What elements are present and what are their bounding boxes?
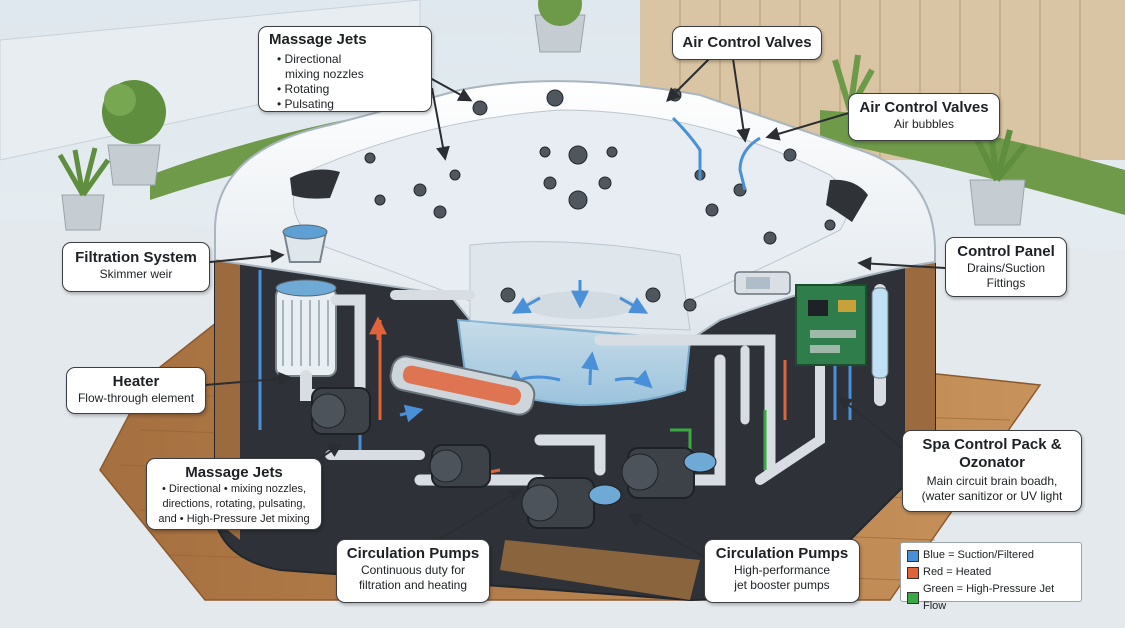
callout-subtitle-2: jet booster pumps [734,578,830,592]
callout-subtitle-2: Fittings [986,276,1026,290]
control-panel-keypad [734,271,791,295]
callout-circulation-pumps-left: Circulation Pumps Continuous duty for fi… [336,539,490,603]
legend-label-suction: Blue = Suction/Filtered [923,549,1034,561]
callout-title: Circulation Pumps [346,545,480,562]
callout-control-panel: Control Panel Drains/Suction Fittings [945,237,1067,297]
callout-title: Massage Jets [269,31,367,48]
callout-line-3: and • High-Pressure Jet mixing [158,513,310,525]
callout-title: Massage Jets [185,464,283,481]
headrest-right [826,179,868,222]
jet-item-directional: • Directional [277,52,342,66]
legend-item-suction: Blue = Suction/Filtered [907,547,1075,564]
pump-booster-2 [621,447,717,499]
cabinet-wood-right [905,250,935,480]
callout-circulation-pumps-right: Circulation Pumps High-performance jet b… [704,539,860,603]
callout-title: Heater [112,373,160,390]
callout-air-control-top: Air Control Valves [672,26,822,60]
potted-plant-back [534,0,586,53]
callout-title: Circulation Pumps [715,545,849,562]
jet-item-pulsating: • Pulsating [277,97,334,111]
callout-title: Filtration System [75,249,197,266]
callout-air-control-right: Air Control Valves Air bubbles [848,93,1000,141]
jet-item-rotating: • Rotating [277,82,330,96]
ozonator-tube [871,287,889,379]
callout-title-2: Ozonator [959,454,1025,471]
spa-basin [292,109,849,306]
filter-cartridge [275,279,337,377]
legend-label-heated: Red = Heated [923,566,992,578]
air-lines [671,116,761,191]
callout-massage-jets-bottom: Massage Jets • Directional • mixing nozz… [146,458,322,530]
potted-plant-far-left [57,147,111,231]
callout-spa-control-pack: Spa Control Pack & Ozonator Main circuit… [902,430,1082,512]
heater-tube [389,355,536,416]
color-legend: Blue = Suction/Filtered Red = Heated Gre… [900,542,1082,612]
callout-subtitle-1: Continuous duty for [360,563,466,577]
legend-item-jet-flow: Green = High-Pressure Jet Flow [907,581,1075,615]
callout-title-1: Spa Control Pack & [922,436,1062,453]
callout-title: Control Panel [957,243,1055,260]
pump-center [429,444,491,488]
cabinet-wood-front [500,540,700,600]
callout-subtitle: Flow-through element [77,391,195,405]
callout-subtitle-1: High-performance [733,563,831,577]
jet-item-mixing: mixing nozzles [285,67,364,81]
callout-line-1: Main circuit brain boadh, [926,474,1058,488]
legend-item-heated: Red = Heated [907,564,1075,581]
potted-plant-right [969,127,1028,226]
callout-subtitle-2: filtration and heating [358,578,468,592]
potted-plant-left [102,80,166,186]
pump-booster-1 [521,477,622,529]
callout-massage-jets-top: Massage Jets • Directional mixing nozzle… [258,26,432,112]
callout-line-2: directions, rotating, pulsating, [162,498,306,510]
callout-subtitle: Skimmer weir [99,267,173,281]
pump-left [310,387,371,435]
callout-subtitle-1: Drains/Suction [966,261,1046,275]
legend-swatch-jet-flow [907,592,919,604]
callout-heater: Heater Flow-through element [66,367,206,414]
legend-label-jet-flow: Green = High-Pressure Jet Flow [923,583,1055,612]
callout-title: Air Control Valves [682,34,812,51]
legend-swatch-suction [907,549,919,562]
callout-line-2: (water sanitizor or UV light [921,489,1063,503]
callout-subtitle: Air bubbles [893,117,955,131]
headrest-left [290,169,340,199]
skimmer-weir [282,224,328,263]
callout-line-1: • Directional • mixing nozzles, [161,483,307,495]
callout-title: Air Control Valves [859,99,989,116]
circuit-board [795,284,867,366]
callout-filtration: Filtration System Skimmer weir [62,242,210,292]
callout-items: • Directional mixing nozzles • Rotating … [269,52,387,112]
legend-swatch-heated [907,566,919,579]
